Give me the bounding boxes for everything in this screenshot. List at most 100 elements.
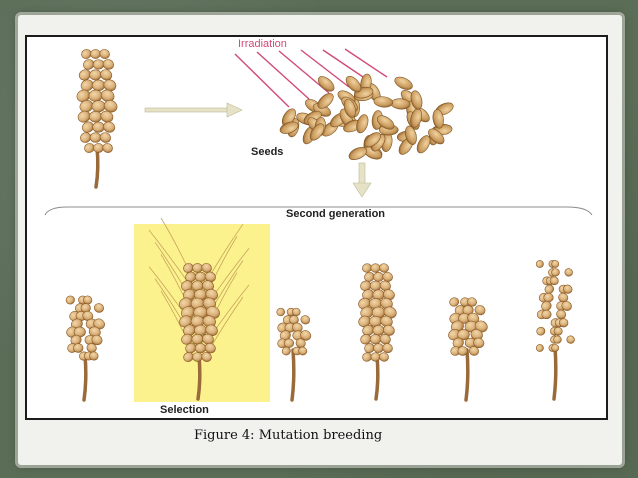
grain	[535, 260, 544, 268]
grain	[457, 329, 470, 341]
grain	[102, 143, 113, 153]
stem	[196, 354, 202, 401]
grain	[566, 335, 575, 344]
stem	[464, 348, 470, 402]
seed	[416, 135, 431, 154]
grain	[369, 334, 382, 345]
offspring-ear-3	[276, 307, 312, 402]
grain	[194, 343, 207, 354]
figure-caption: Figure 4: Mutation breeding	[194, 428, 383, 443]
grain	[535, 344, 544, 352]
grain	[192, 352, 203, 362]
grain	[202, 280, 214, 292]
grain	[100, 110, 114, 123]
stem	[82, 353, 88, 402]
grain	[468, 346, 479, 356]
offspring-ear-6	[535, 260, 575, 401]
seed	[279, 121, 299, 134]
seed	[428, 128, 445, 145]
grain	[99, 132, 111, 143]
grain	[99, 49, 110, 59]
grain	[369, 315, 382, 327]
seed	[356, 114, 369, 134]
grain	[373, 343, 384, 353]
grain	[379, 263, 389, 273]
grain	[89, 132, 102, 143]
grain	[281, 346, 291, 356]
grain	[192, 263, 203, 273]
grain	[88, 89, 103, 102]
grain	[562, 284, 573, 294]
grain	[457, 346, 468, 356]
grain	[558, 318, 569, 328]
grain	[369, 280, 382, 291]
grain	[93, 303, 104, 313]
seed	[373, 96, 394, 108]
grain	[91, 79, 106, 92]
grain	[91, 334, 103, 346]
grain	[380, 297, 393, 310]
stem	[290, 348, 296, 402]
grain	[283, 338, 295, 348]
grain	[90, 49, 101, 59]
second-generation-label: Second generation	[286, 208, 386, 220]
grain	[89, 351, 99, 361]
grain	[553, 326, 563, 336]
seed	[345, 75, 362, 93]
offspring-ear-4	[358, 263, 397, 401]
offspring-ear-selected	[148, 217, 250, 401]
grain	[474, 305, 486, 316]
grain	[204, 342, 216, 354]
grain	[88, 110, 103, 123]
stem	[94, 145, 100, 189]
second-generation-bracket	[44, 206, 593, 216]
grain	[201, 263, 212, 273]
grain	[100, 69, 113, 81]
grain	[370, 263, 381, 273]
grain	[298, 346, 308, 356]
grain	[91, 100, 106, 113]
grain	[543, 292, 554, 303]
seeds-label: Seeds	[251, 146, 284, 158]
grain	[370, 352, 381, 362]
parent-wheat-ear	[76, 49, 118, 189]
grain	[382, 343, 393, 354]
figure-graphic	[44, 48, 593, 402]
grain	[103, 121, 116, 133]
seed	[394, 76, 413, 90]
grain	[100, 89, 115, 102]
grain	[102, 59, 114, 70]
irradiation-label: Irradiation	[238, 38, 287, 50]
seed	[410, 90, 423, 110]
grain	[544, 284, 555, 294]
seed	[432, 109, 444, 129]
stem	[374, 354, 380, 401]
seed	[309, 123, 325, 141]
grain	[379, 352, 389, 362]
seed	[404, 125, 417, 145]
seed	[317, 93, 334, 109]
offspring-ear-5	[448, 297, 488, 402]
grain	[300, 315, 311, 325]
grain	[556, 309, 567, 320]
grain	[551, 260, 560, 268]
grain	[89, 69, 102, 81]
grain	[549, 276, 559, 286]
grain	[551, 268, 560, 277]
grain	[276, 307, 285, 317]
grain	[73, 343, 84, 353]
seed	[343, 98, 356, 118]
grain	[92, 121, 105, 133]
grain	[80, 303, 91, 313]
selection-label: Selection	[160, 404, 209, 416]
grain	[536, 326, 546, 336]
mutation-breeding-figure: Irradiation Seeds Second generation Sele…	[25, 35, 608, 420]
grain	[449, 297, 460, 307]
grain	[553, 335, 562, 344]
seed	[364, 132, 381, 148]
seed	[348, 146, 368, 160]
grain	[561, 301, 572, 311]
stem	[552, 345, 558, 401]
seed	[317, 76, 335, 92]
grain	[82, 310, 94, 322]
